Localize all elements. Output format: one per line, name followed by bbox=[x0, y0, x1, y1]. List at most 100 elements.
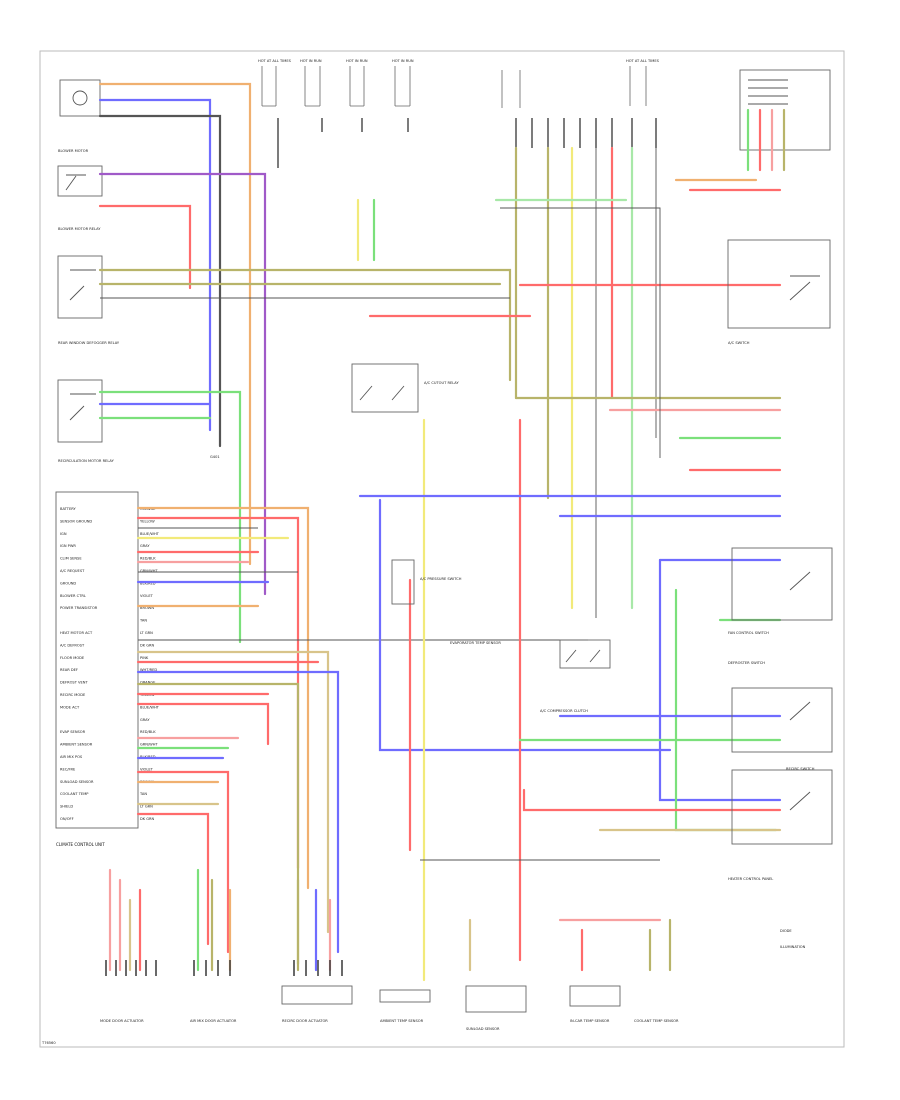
module-pin-label: DEFROST VENT bbox=[60, 681, 88, 685]
fan-control-switch bbox=[731, 547, 833, 621]
fuse-label-5: HOT AT ALL TIMES bbox=[626, 59, 660, 63]
incar-sensor-label: IN-CAR TEMP SENSOR bbox=[570, 1019, 610, 1023]
recirc-relay-label: RECIRCULATION MOTOR RELAY bbox=[58, 459, 115, 463]
fuse-label-1: HOT AT ALL TIMES bbox=[258, 59, 292, 63]
incar-sensor-box bbox=[569, 985, 621, 1007]
blower-motor-relay bbox=[57, 165, 103, 197]
module-pin-wire-color: TAN bbox=[139, 619, 147, 623]
module-pin-wire-color: GRAY bbox=[140, 718, 150, 722]
ambient-sensor-box bbox=[379, 989, 431, 1003]
rear-defogger-label: REAR WINDOW DEFOGGER RELAY bbox=[58, 341, 120, 345]
module-pin-wire-color: VIOLET bbox=[140, 594, 154, 598]
airmix-actuator-label: AIR MIX DOOR ACTUATOR bbox=[190, 1019, 237, 1023]
module-pin-wire-color: WHT/RED bbox=[140, 668, 157, 672]
blower-motor-label: BLOWER MOTOR bbox=[58, 149, 89, 153]
module-pin-label: GROUND bbox=[60, 581, 76, 585]
wires bbox=[98, 82, 782, 982]
module-pin-label: AIR MIX POS bbox=[60, 755, 83, 759]
module-pin-wire-color: DK GRN bbox=[140, 643, 155, 647]
module-pin-label: REC/FRE bbox=[60, 767, 76, 771]
module-pin-wire-color: BLUE/WHT bbox=[140, 532, 160, 536]
recirc-actuator-label: RECIRC DOOR ACTUATOR bbox=[282, 1019, 328, 1023]
bottom-components: MODE DOOR ACTUATOR AIR MIX DOOR ACTUATOR… bbox=[100, 960, 679, 1031]
fuse-label-2: HOT IN RUN bbox=[300, 59, 322, 63]
module-pin-wire-color: LT GRN bbox=[140, 631, 153, 635]
module-pin-label: EVAP SENSOR bbox=[60, 730, 86, 734]
top-right-connector bbox=[739, 69, 831, 172]
module-pin-wire-color: RED/BLK bbox=[140, 730, 156, 734]
module-pin-label: IGN bbox=[60, 532, 67, 536]
module-pin-label: SUNLOAD SENSOR bbox=[60, 780, 94, 784]
module-pin-label: AMBIENT SENSOR bbox=[60, 743, 93, 747]
defroster-switch bbox=[731, 687, 833, 753]
recirc-switch bbox=[731, 769, 833, 845]
center-components: A/C CUTOUT RELAY A/C PRESSURE SWITCH EVA… bbox=[351, 363, 611, 713]
recirc-actuator-box bbox=[281, 985, 353, 1005]
evap-sensor-label: EVAPORATOR TEMP SENSOR bbox=[450, 641, 501, 645]
fan-switch-label: FAN CONTROL SWITCH bbox=[728, 631, 769, 635]
blower-motor bbox=[59, 79, 101, 117]
module-pin-wire-color: BLK/RED bbox=[140, 581, 156, 585]
ac-pressure-switch bbox=[391, 559, 415, 605]
fuse-label-3: HOT IN RUN bbox=[346, 59, 368, 63]
module-pin-wire-color: VIOLET bbox=[140, 767, 154, 771]
control-panel-label: HEATER CONTROL PANEL bbox=[728, 877, 773, 881]
figure-code: T76560 bbox=[41, 1041, 56, 1045]
module-pin-wire-color: GRN/WHT bbox=[140, 569, 158, 573]
blower-relay-label: BLOWER MOTOR RELAY bbox=[58, 227, 101, 231]
module-pin-wire-color: LT GRN bbox=[140, 805, 153, 809]
module-pin-wire-color: RED/BLK bbox=[140, 557, 156, 561]
left-components: BLOWER MOTOR BLOWER MOTOR RELAY REAR WIN… bbox=[57, 79, 220, 463]
ac-switch-label: A/C SWITCH bbox=[728, 341, 750, 345]
module-pin-label: HEAT MOTOR ACT bbox=[60, 631, 93, 635]
ambient-sensor-label: AMBIENT TEMP SENSOR bbox=[380, 1019, 424, 1023]
ac-cutout-relay-label: A/C CUTOUT RELAY bbox=[424, 381, 459, 385]
module-pin-label: IGN PWR bbox=[60, 544, 76, 548]
diode-label: DIODE bbox=[780, 929, 792, 933]
module-pin-label: POWER TRANSISTOR bbox=[60, 606, 98, 610]
module-pin-label: A/C DEFROST bbox=[60, 643, 85, 647]
mode-actuator-label: MODE DOOR ACTUATOR bbox=[100, 1019, 144, 1023]
module-pin-wire-color: BROWN bbox=[140, 606, 154, 610]
module-pin-wire-color: DK GRN bbox=[140, 817, 155, 821]
diagram-border bbox=[39, 50, 845, 1048]
module-pin-wire-color: YELLOW bbox=[140, 519, 155, 523]
ground-label-g401: G401 bbox=[210, 455, 220, 459]
defroster-switch-label: DEFROSTER SWITCH bbox=[728, 661, 765, 665]
module-pin-label: COOLANT TEMP bbox=[60, 792, 89, 796]
illumination-label: ILLUMINATION bbox=[780, 945, 806, 949]
module-pin-label: A/C REQUEST bbox=[60, 569, 85, 573]
module-pin-label: SENSOR GROUND bbox=[60, 519, 92, 523]
recirc-motor-relay bbox=[57, 379, 103, 443]
module-pin-label: ON/OFF bbox=[60, 817, 74, 821]
ac-cutout-relay bbox=[351, 363, 419, 413]
sunload-sensor-box bbox=[465, 985, 527, 1013]
rear-defogger-relay bbox=[57, 255, 103, 319]
module-pin-label: CLIM SENSE bbox=[60, 557, 82, 561]
module-pin-label: SHIELD bbox=[60, 805, 73, 809]
module-pin-wire-color: GRAY bbox=[140, 544, 150, 548]
right-components: A/C SWITCH FAN CONTROL SWITCH DEFROSTER … bbox=[727, 239, 833, 949]
ac-compressor-clutch bbox=[559, 639, 611, 669]
module-pin-label: FLOOR MODE bbox=[60, 656, 85, 660]
ac-pressure-switch-label: A/C PRESSURE SWITCH bbox=[420, 577, 462, 581]
module-pin-wire-color: ORANGE bbox=[140, 681, 156, 685]
module-pin-wire-color: BLUE/WHT bbox=[140, 705, 160, 709]
sunload-sensor-label: SUNLOAD SENSOR bbox=[466, 1027, 500, 1031]
coolant-sensor-label: COOLANT TEMP SENSOR bbox=[634, 1019, 679, 1023]
module-label: CLIMATE CONTROL UNIT bbox=[56, 842, 105, 847]
top-fuse-group: HOT AT ALL TIMES HOT IN RUN HOT IN RUN H… bbox=[258, 59, 660, 168]
module-pin-wire-color: TAN bbox=[139, 792, 147, 796]
module-pin-label: MODE ACT bbox=[60, 705, 80, 709]
compressor-clutch-label: A/C COMPRESSOR CLUTCH bbox=[540, 709, 588, 713]
recirc-switch-label: RECIRC SWITCH bbox=[786, 767, 815, 771]
module-pin-label: REAR DEF bbox=[60, 668, 78, 672]
module-pin-wire-color: PINK bbox=[140, 656, 149, 660]
module-pin-label: BLOWER CTRL bbox=[60, 594, 86, 598]
ac-switch bbox=[727, 239, 831, 329]
fuse-label-4: HOT IN RUN bbox=[392, 59, 414, 63]
module-pin-label: RECIRC MODE bbox=[60, 693, 86, 697]
